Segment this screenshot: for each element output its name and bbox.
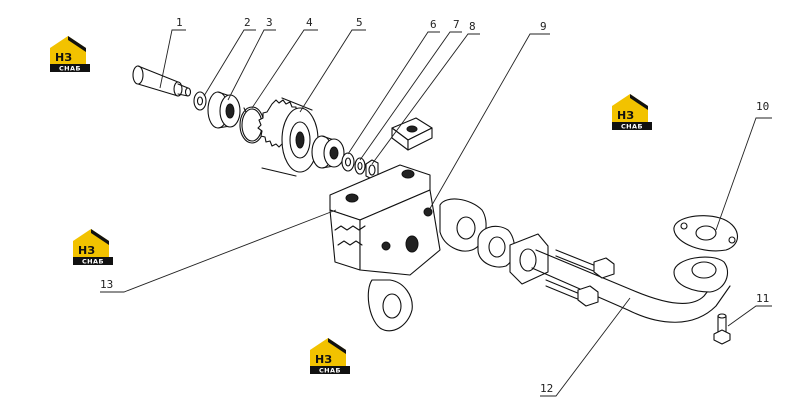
callout-3: 3	[227, 16, 276, 101]
svg-text:НЗ: НЗ	[55, 51, 72, 64]
callout-12: 12	[540, 297, 631, 397]
part-12-pipe	[509, 233, 731, 323]
svg-text:4: 4	[306, 16, 313, 29]
watermark-logo: НЗ СНАБ	[73, 229, 113, 266]
pipe-bolt	[555, 249, 615, 279]
callout-8: 8	[371, 20, 480, 165]
part-10-flange-gasket	[673, 215, 738, 252]
callout-5: 5	[299, 16, 366, 113]
svg-text:СНАБ: СНАБ	[59, 65, 81, 73]
pipe-bolt	[545, 279, 599, 307]
gasket	[477, 225, 516, 268]
watermark-logo: НЗ СНАБ	[310, 338, 350, 375]
callout-13: 13	[100, 209, 337, 293]
svg-text:7: 7	[453, 18, 460, 31]
part-11-bolt	[713, 313, 731, 345]
svg-text:6: 6	[430, 18, 437, 31]
svg-text:1: 1	[176, 16, 183, 29]
svg-text:5: 5	[356, 16, 363, 29]
callout-4: 4	[251, 16, 318, 109]
callout-9: 9	[427, 20, 550, 213]
part-1-shaft	[132, 65, 192, 97]
part-2-washer	[193, 91, 207, 111]
svg-text:12: 12	[540, 382, 553, 395]
svg-text:3: 3	[266, 16, 273, 29]
callout-2: 2	[203, 16, 256, 97]
svg-text:НЗ: НЗ	[617, 109, 634, 122]
part-7-washer	[354, 157, 366, 175]
part-5-bearing	[311, 135, 345, 169]
svg-text:10: 10	[756, 100, 769, 113]
svg-text:НЗ: НЗ	[315, 353, 332, 366]
callout-6: 6	[347, 18, 440, 155]
part-5-gear	[257, 97, 319, 177]
watermark-logo: НЗ СНАБ	[50, 36, 90, 73]
part-6-washer	[341, 152, 355, 172]
top-plate	[391, 117, 433, 151]
svg-text:СНАБ: СНАБ	[621, 123, 643, 131]
svg-text:9: 9	[540, 20, 547, 33]
part-3-bearing	[207, 91, 241, 129]
svg-text:13: 13	[100, 278, 113, 291]
svg-text:НЗ: НЗ	[78, 244, 95, 257]
callout-7: 7	[359, 18, 462, 161]
callout-10: 10	[715, 100, 772, 231]
svg-text:СНАБ: СНАБ	[319, 367, 341, 375]
svg-text:2: 2	[244, 16, 251, 29]
svg-text:11: 11	[756, 292, 769, 305]
svg-text:СНАБ: СНАБ	[82, 258, 104, 266]
callout-11: 11	[727, 292, 772, 327]
callout-1: 1	[159, 16, 186, 89]
svg-text:8: 8	[469, 20, 476, 33]
watermark-logo: НЗ СНАБ	[612, 94, 652, 131]
part-13-pump-housing	[329, 164, 487, 332]
